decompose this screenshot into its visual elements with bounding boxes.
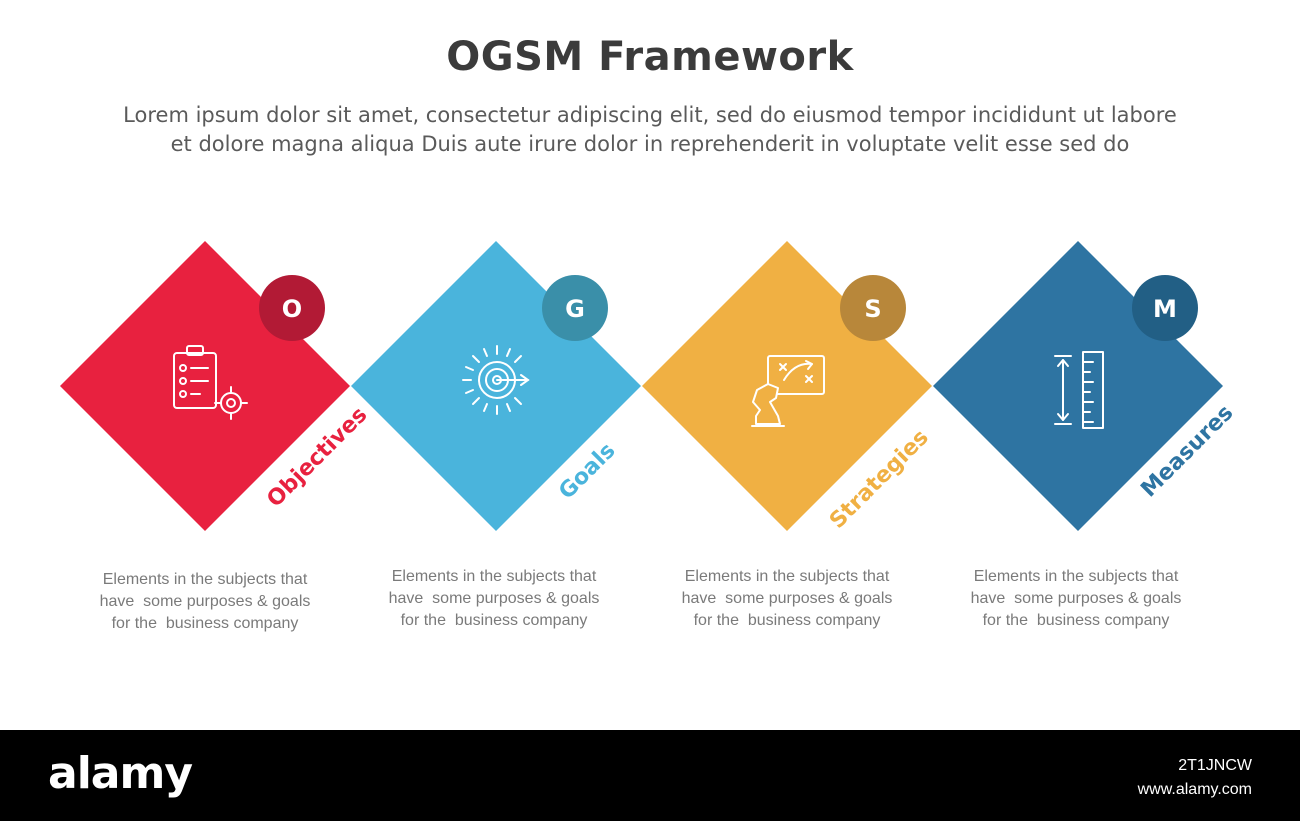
chess-strategy-board-icon bbox=[751, 355, 825, 427]
alamy-logo: alamy bbox=[48, 748, 193, 799]
badge-goals bbox=[542, 275, 608, 341]
subtitle-line: Lorem ipsum dolor sit amet, consectetur … bbox=[123, 103, 1177, 127]
description-line: for the business company bbox=[400, 612, 588, 629]
description-line: Elements in the subjects that bbox=[102, 571, 308, 588]
step-objectives: O Objectives bbox=[60, 241, 372, 531]
page-title: OGSM Framework bbox=[446, 34, 854, 80]
description-goals: Elements in the subjects that have some … bbox=[364, 566, 624, 632]
watermark-footer: alamy 2T1JNCW www.alamy.com bbox=[0, 730, 1300, 821]
badge-strategies bbox=[840, 275, 906, 341]
badge-letter-goals: G bbox=[565, 295, 585, 323]
description-line: Elements in the subjects that bbox=[391, 568, 597, 585]
ruler-measure-icon bbox=[1054, 351, 1104, 429]
description-line: for the business company bbox=[111, 615, 299, 632]
description-line: have some purposes & goals bbox=[388, 590, 600, 607]
badge-letter-objectives: O bbox=[282, 295, 302, 323]
site-url: www.alamy.com bbox=[1137, 781, 1252, 798]
badge-letter-strategies: S bbox=[864, 295, 881, 323]
step-goals: G Goals bbox=[351, 241, 641, 531]
step-measures: M Measures bbox=[933, 241, 1238, 531]
description-line: Elements in the subjects that bbox=[684, 568, 890, 585]
description-strategies: Elements in the subjects that have some … bbox=[657, 566, 917, 632]
description-line: have some purposes & goals bbox=[970, 590, 1182, 607]
description-line: for the business company bbox=[982, 612, 1170, 629]
page-subtitle: Lorem ipsum dolor sit amet, consectetur … bbox=[50, 101, 1250, 159]
badge-objectives bbox=[259, 275, 325, 341]
step-strategies: S Strategies bbox=[642, 241, 934, 534]
badge-letter-measures: M bbox=[1153, 295, 1177, 323]
image-code: 2T1JNCW bbox=[1178, 757, 1252, 774]
description-objectives: Elements in the subjects that have some … bbox=[75, 569, 335, 635]
clipboard-target-icon bbox=[173, 345, 248, 420]
description-line: for the business company bbox=[693, 612, 881, 629]
badge-measures bbox=[1132, 275, 1198, 341]
description-measures: Elements in the subjects that have some … bbox=[946, 566, 1206, 632]
description-line: have some purposes & goals bbox=[99, 593, 311, 610]
image-credit: 2T1JNCW www.alamy.com bbox=[1138, 754, 1252, 802]
target-arrow-icon bbox=[462, 345, 530, 415]
description-line: have some purposes & goals bbox=[681, 590, 893, 607]
description-line: Elements in the subjects that bbox=[973, 568, 1179, 585]
ogsm-diagram: O Objectives G bbox=[0, 230, 1300, 550]
subtitle-line: et dolore magna aliqua Duis aute irure d… bbox=[170, 132, 1130, 156]
